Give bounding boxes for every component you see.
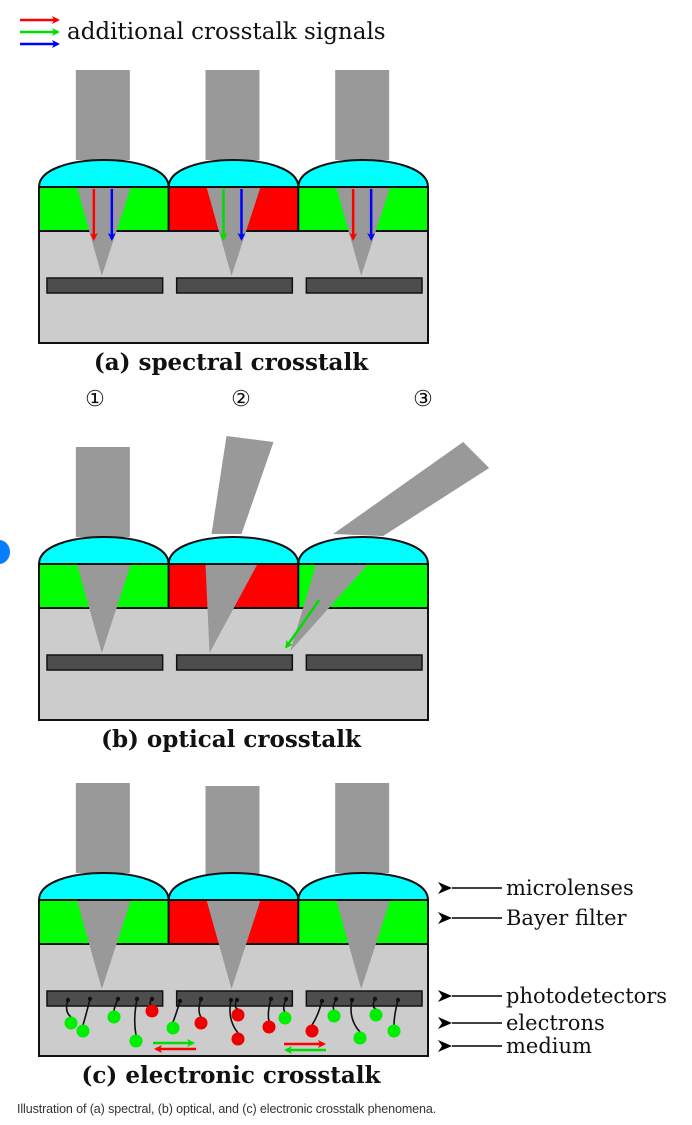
layer-label-bayer-filter: Bayer filter	[506, 906, 628, 930]
beam-marker-1: ①	[85, 387, 105, 412]
light-cone	[336, 900, 391, 989]
panel-title-b: (b) optical crosstalk	[101, 726, 362, 753]
electron-wire	[267, 998, 272, 1022]
electron-red	[262, 1020, 276, 1034]
incident-light-beam	[335, 783, 390, 873]
wire-contact	[234, 997, 240, 1003]
incident-light-beam	[211, 436, 274, 534]
photodetector	[305, 277, 423, 294]
wire-contact	[228, 997, 234, 1003]
microlens	[167, 159, 300, 188]
legend-label: additional crosstalk signals	[67, 19, 386, 45]
light-cone	[290, 564, 369, 651]
electron-green	[166, 1021, 180, 1035]
electron-green	[369, 1008, 383, 1022]
photodetector	[175, 277, 294, 294]
wire-contact	[395, 997, 401, 1003]
microlens	[37, 536, 170, 565]
photodetector	[305, 654, 423, 671]
electron-wire	[311, 1000, 323, 1026]
wire-contact	[65, 997, 71, 1003]
wire-contact	[149, 996, 155, 1002]
electron-wire	[172, 1000, 181, 1023]
microlens	[37, 159, 170, 188]
incident-light-beam	[75, 70, 130, 160]
photodetector	[305, 990, 423, 1007]
beam-marker-2: ②	[231, 387, 251, 412]
microlens	[297, 872, 430, 901]
wire-contact	[283, 996, 289, 1002]
electron-red	[231, 1008, 245, 1022]
photodetector	[175, 990, 294, 1007]
wire-contact	[268, 996, 274, 1002]
electron-green	[107, 1010, 121, 1024]
electron-wire	[82, 998, 91, 1026]
panel-title-a: (a) spectral crosstalk	[94, 349, 369, 376]
photodetector	[46, 990, 164, 1007]
crosstalk-figure: additional crosstalk signals (a) spectra…	[20, 16, 667, 1089]
electron-green	[327, 1009, 341, 1023]
light-cone	[206, 187, 261, 276]
wire-contact	[134, 996, 140, 1002]
electron-red	[231, 1032, 245, 1046]
microlens	[37, 872, 170, 901]
electron-green	[278, 1011, 292, 1025]
wire-contact	[115, 996, 121, 1002]
electron-green	[387, 1024, 401, 1038]
electron-green	[353, 1031, 367, 1045]
electron-red	[305, 1024, 319, 1038]
side-indicator-dot	[0, 540, 10, 564]
electron-wire	[133, 998, 138, 1036]
legend: additional crosstalk signals	[20, 16, 386, 48]
electron-green	[129, 1034, 143, 1048]
panel-a: (a) spectral crosstalk	[37, 70, 430, 376]
electron-red	[145, 1004, 159, 1018]
wire-contact	[333, 996, 339, 1002]
wire-contact	[87, 996, 93, 1002]
layer-label-photodetectors: photodetectors	[506, 984, 667, 1008]
light-cone	[206, 900, 261, 989]
photodetector	[46, 277, 164, 294]
panel-b: ① ② ③ (b) optical crosstalk	[37, 387, 490, 753]
wire-contact	[177, 998, 183, 1004]
microlens	[167, 536, 300, 565]
incident-light-beam	[75, 447, 130, 537]
photodetector	[175, 654, 294, 671]
light-cone	[76, 564, 131, 653]
figure-caption: Illustration of (a) spectral, (b) optica…	[17, 1102, 437, 1116]
stray-light-arrow	[285, 599, 321, 649]
panel-title-c: (c) electronic crosstalk	[82, 1062, 382, 1089]
electron-red	[194, 1016, 208, 1030]
layer-label-microlenses: microlenses	[506, 876, 634, 900]
beam-marker-3: ③	[413, 387, 433, 412]
electron-wire	[350, 999, 361, 1033]
wire-contact	[198, 996, 204, 1002]
light-cone	[205, 564, 258, 653]
incident-light-beam	[335, 70, 390, 160]
incident-light-beam	[205, 70, 260, 160]
incident-light-beam	[333, 442, 490, 536]
electron-wire	[229, 999, 239, 1034]
photodetector	[46, 654, 164, 671]
microlens	[297, 159, 430, 188]
incident-light-beam	[205, 786, 260, 876]
wire-contact	[319, 998, 325, 1004]
wire-contact	[372, 996, 378, 1002]
electron-wire	[393, 999, 399, 1026]
light-cone	[336, 187, 391, 276]
wire-contact	[349, 997, 355, 1003]
light-cone	[76, 187, 131, 276]
layer-label-medium: medium	[506, 1034, 592, 1058]
layer-label-electrons: electrons	[506, 1011, 605, 1035]
light-cone	[76, 900, 131, 989]
incident-light-beam	[75, 783, 130, 873]
electron-green	[64, 1016, 78, 1030]
microlens	[167, 872, 300, 901]
electron-green	[76, 1024, 90, 1038]
microlens	[297, 536, 430, 565]
